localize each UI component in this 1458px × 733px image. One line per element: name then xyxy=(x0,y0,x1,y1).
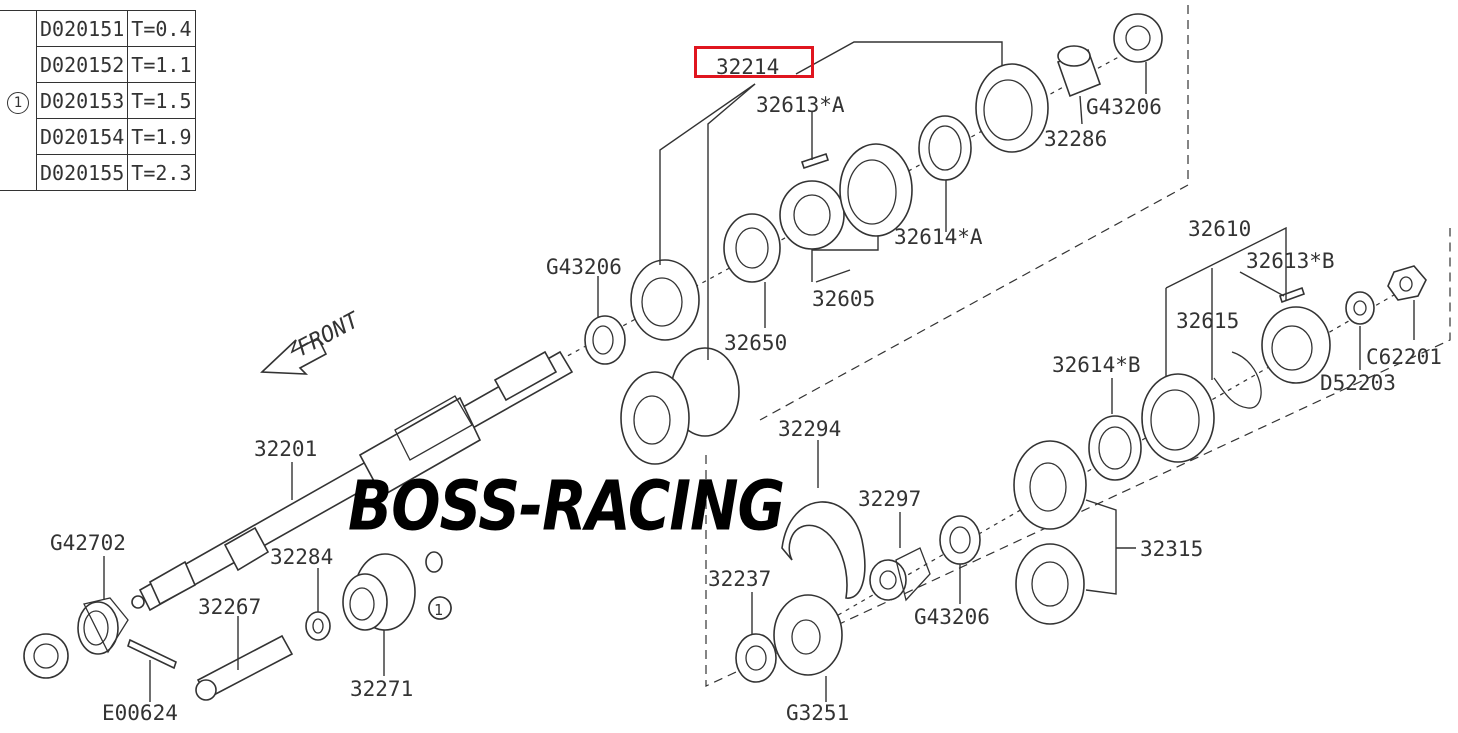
label-g43206-low: G43206 xyxy=(914,605,990,629)
thickness-table: 1 D020151 T=0.4 D020152 T=1.1 D020153 T=… xyxy=(0,10,196,191)
label-32613a: 32613*A xyxy=(756,93,845,117)
label-32610: 32610 xyxy=(1188,217,1251,241)
gear-32271 xyxy=(342,553,416,631)
circle-marker: 1 xyxy=(7,92,29,114)
gear-mid xyxy=(630,259,700,341)
shaft-32267 xyxy=(195,634,294,701)
bearing-g43206-mid xyxy=(584,315,626,365)
table-spec-cell: T=2.3 xyxy=(127,154,196,191)
pin-e00624 xyxy=(127,638,177,670)
table-part-cell: D020151 xyxy=(35,10,129,47)
table-spec-cell: T=1.1 xyxy=(127,46,196,83)
leader-lines xyxy=(103,41,1415,702)
label-d52203: D52203 xyxy=(1320,371,1396,395)
main-shaft xyxy=(131,350,574,612)
sleeve-lower xyxy=(1141,373,1215,463)
label-32614b: 32614*B xyxy=(1052,353,1141,377)
label-32315: 32315 xyxy=(1140,537,1203,561)
label-32201: 32201 xyxy=(254,437,317,461)
bearing-32315 xyxy=(1013,440,1087,625)
bearing-g43206-low xyxy=(939,515,981,565)
table-row: D020153 T=1.5 xyxy=(0,82,196,119)
label-e00624: E00624 xyxy=(102,701,178,725)
label-g3251: G3251 xyxy=(786,701,849,725)
table-part-cell: D020152 xyxy=(35,46,129,83)
label-32615: 32615 xyxy=(1176,309,1239,333)
label-32284: 32284 xyxy=(270,545,333,569)
label-32294: 32294 xyxy=(778,417,841,441)
bearing-g3251 xyxy=(773,594,843,676)
label-32605: 32605 xyxy=(812,287,875,311)
table-part-cell: D020155 xyxy=(35,154,129,191)
watermark-text: BOSS-RACING xyxy=(348,466,785,547)
twin-gear xyxy=(620,347,740,465)
label-32297: 32297 xyxy=(858,487,921,511)
label-g43206-mid: G43206 xyxy=(546,255,622,279)
label-32267: 32267 xyxy=(198,595,261,619)
washer-32284 xyxy=(305,611,331,641)
ring-32650 xyxy=(723,213,781,283)
table-part-cell: D020153 xyxy=(35,82,129,119)
sleeve-upper xyxy=(839,143,913,237)
table-row: D020152 T=1.1 xyxy=(0,46,196,83)
hub-32605 xyxy=(779,180,845,250)
washer-d52203 xyxy=(1345,291,1375,325)
lower-axis-line xyxy=(759,279,1421,661)
front-label: FRONT xyxy=(293,307,365,361)
label-32286: 32286 xyxy=(1044,127,1107,151)
label-32614a: 32614*A xyxy=(894,225,983,249)
highlight-box xyxy=(694,46,814,78)
ring-32614b xyxy=(1088,415,1142,481)
plate-32294 xyxy=(781,501,866,599)
washer-lower-left xyxy=(23,633,69,679)
bearing-g42702 xyxy=(77,597,129,655)
upper-assembly-boundary xyxy=(759,5,1189,421)
key-32613a xyxy=(800,152,830,170)
label-32613b: 32613*B xyxy=(1246,249,1335,273)
nut-c62201 xyxy=(1387,265,1427,301)
collar-32286 xyxy=(1056,45,1102,98)
table-marker-cell: 1 xyxy=(0,10,37,191)
gear-top xyxy=(975,63,1049,153)
hub-lower xyxy=(1261,306,1331,384)
bearing-g43206-top xyxy=(1113,13,1163,63)
ring-32614a xyxy=(918,115,972,181)
label-32237: 32237 xyxy=(708,567,771,591)
label-32650: 32650 xyxy=(724,331,787,355)
label-g42702: G42702 xyxy=(50,531,126,555)
circle-marker-number: 1 xyxy=(434,601,443,619)
label-g43206-top: G43206 xyxy=(1086,95,1162,119)
front-arrow-icon xyxy=(260,336,328,375)
spring-32615 xyxy=(1213,351,1262,409)
label-32271: 32271 xyxy=(350,677,413,701)
label-c62201: C62201 xyxy=(1366,345,1442,369)
table-spec-cell: T=1.9 xyxy=(127,118,196,155)
table-row: D020155 T=2.3 xyxy=(0,154,196,191)
table-spec-cell: T=1.5 xyxy=(127,82,196,119)
bushing-32297 xyxy=(869,547,931,602)
gear-32237 xyxy=(735,633,777,683)
circle-marker-ring xyxy=(428,596,452,620)
